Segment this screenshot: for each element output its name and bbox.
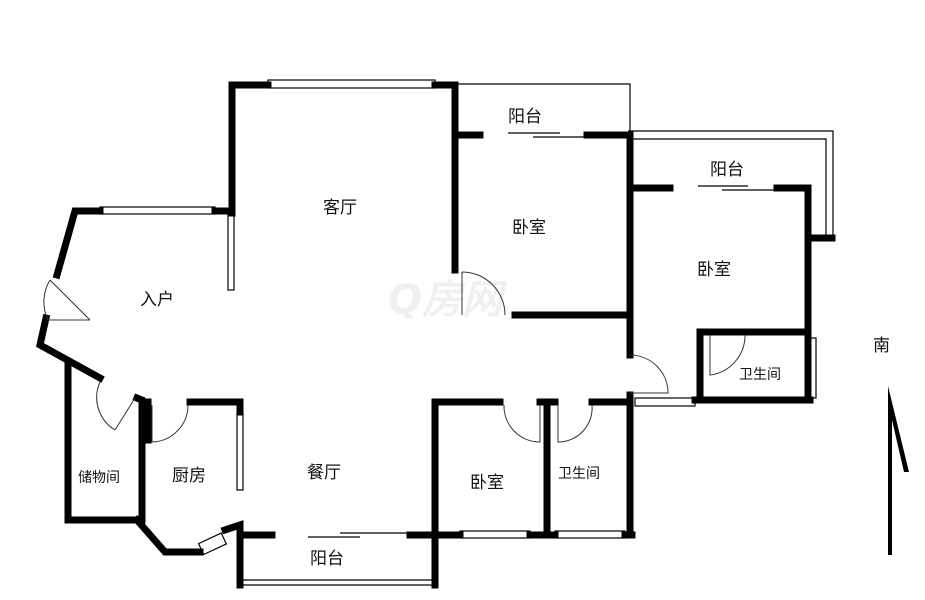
- windows-and-thin-walls: [99, 79, 834, 586]
- compass-arrow-icon: [888, 386, 909, 555]
- room-entrance: 入户: [140, 290, 174, 310]
- doors: [43, 271, 746, 443]
- compass-label: 南: [873, 336, 890, 356]
- compass: 南: [873, 336, 909, 555]
- room-balcony-1: 阳台: [508, 107, 542, 127]
- room-bathroom-1: 卫生间: [739, 367, 781, 383]
- room-kitchen: 厨房: [172, 466, 206, 486]
- svg-text:Q房网: Q房网: [388, 277, 508, 323]
- room-balcony-3: 阳台: [310, 549, 344, 569]
- room-bedroom-2: 卧室: [697, 260, 731, 280]
- room-labels: 客厅 入户 餐厅 厨房 储物间 卧室 卧室 卧室 卫生间 卫生间 阳台 阳台 阳…: [78, 107, 781, 569]
- room-bedroom-1: 卧室: [512, 218, 546, 238]
- room-living: 客厅: [323, 198, 357, 218]
- watermark-logo: Q房网: [388, 277, 508, 323]
- room-bathroom-2: 卫生间: [558, 466, 600, 482]
- room-storage: 储物间: [78, 470, 120, 486]
- room-bedroom-3: 卧室: [470, 473, 504, 493]
- room-dining: 餐厅: [307, 463, 341, 483]
- room-balcony-2: 阳台: [710, 160, 744, 180]
